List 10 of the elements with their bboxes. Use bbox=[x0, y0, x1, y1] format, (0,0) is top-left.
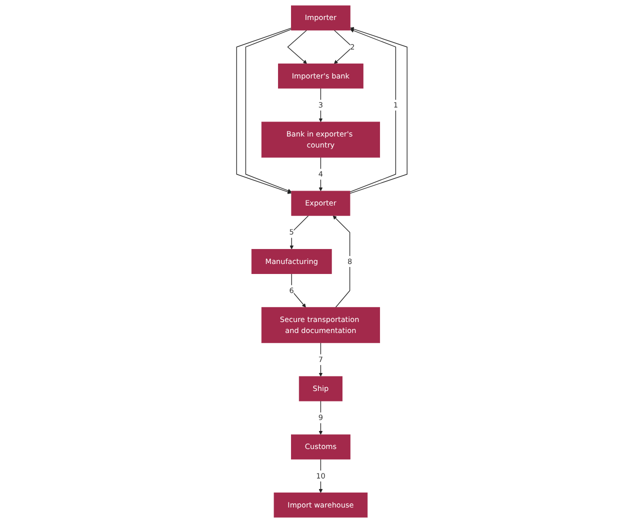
arrow bbox=[246, 28, 292, 193]
arrow bbox=[287, 30, 308, 64]
arrow bbox=[332, 215, 350, 308]
arrow bbox=[291, 273, 306, 308]
arrow bbox=[236, 28, 292, 194]
arrow bbox=[318, 157, 323, 192]
arrow bbox=[350, 28, 396, 192]
arrow bbox=[318, 458, 323, 493]
arrow bbox=[350, 27, 408, 194]
arrow bbox=[290, 215, 309, 250]
